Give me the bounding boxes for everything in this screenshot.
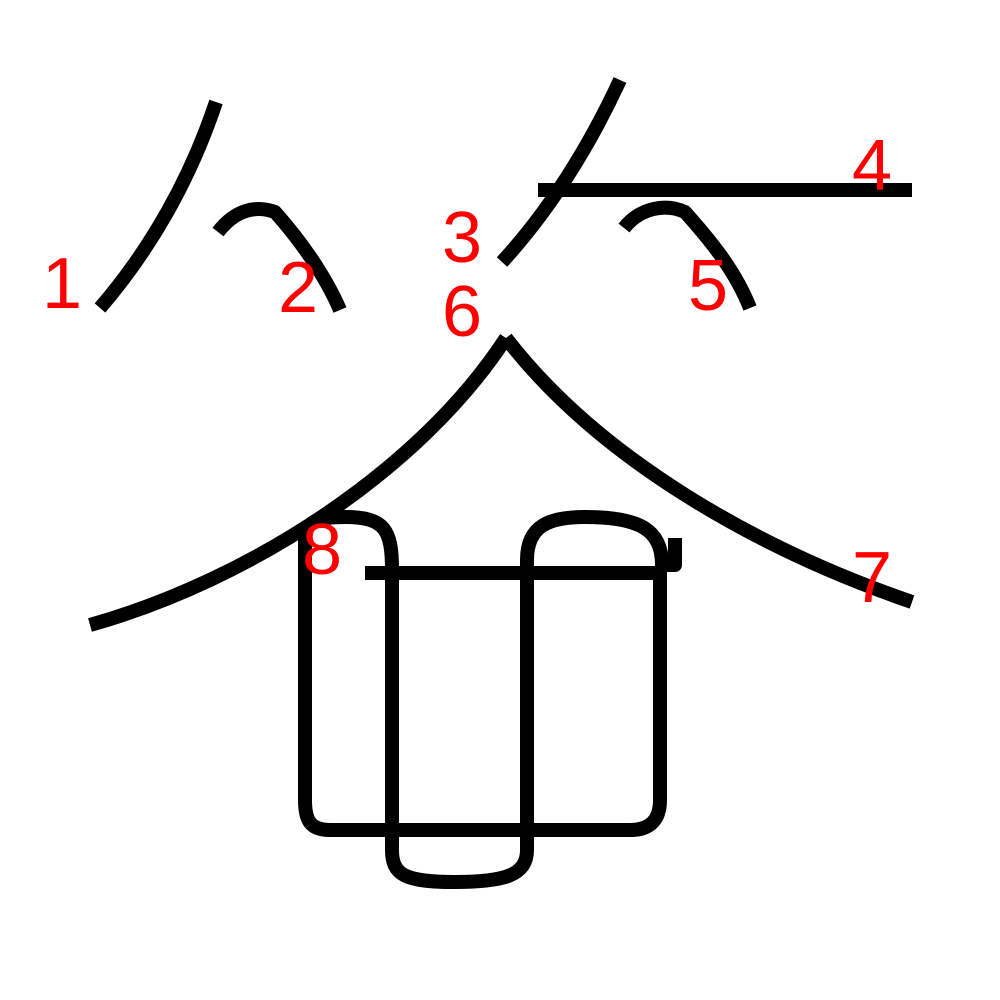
stroke-5: [618, 200, 757, 311]
stroke-number-3: 3: [442, 198, 482, 278]
stroke-number-7: 7: [852, 538, 892, 618]
stroke-number-5: 5: [688, 246, 728, 326]
stroke-1: [94, 99, 223, 313]
stroke-number-6: 6: [442, 272, 482, 352]
stroke-number-1: 1: [42, 244, 82, 324]
stroke-7: [500, 333, 915, 609]
stroke-number-8: 8: [302, 510, 342, 590]
stroke-number-2: 2: [278, 248, 318, 328]
stroke-number-4: 4: [852, 126, 892, 206]
stroke-3: [496, 77, 627, 267]
stroke-2: [212, 202, 347, 313]
stroke-8: [298, 510, 682, 889]
